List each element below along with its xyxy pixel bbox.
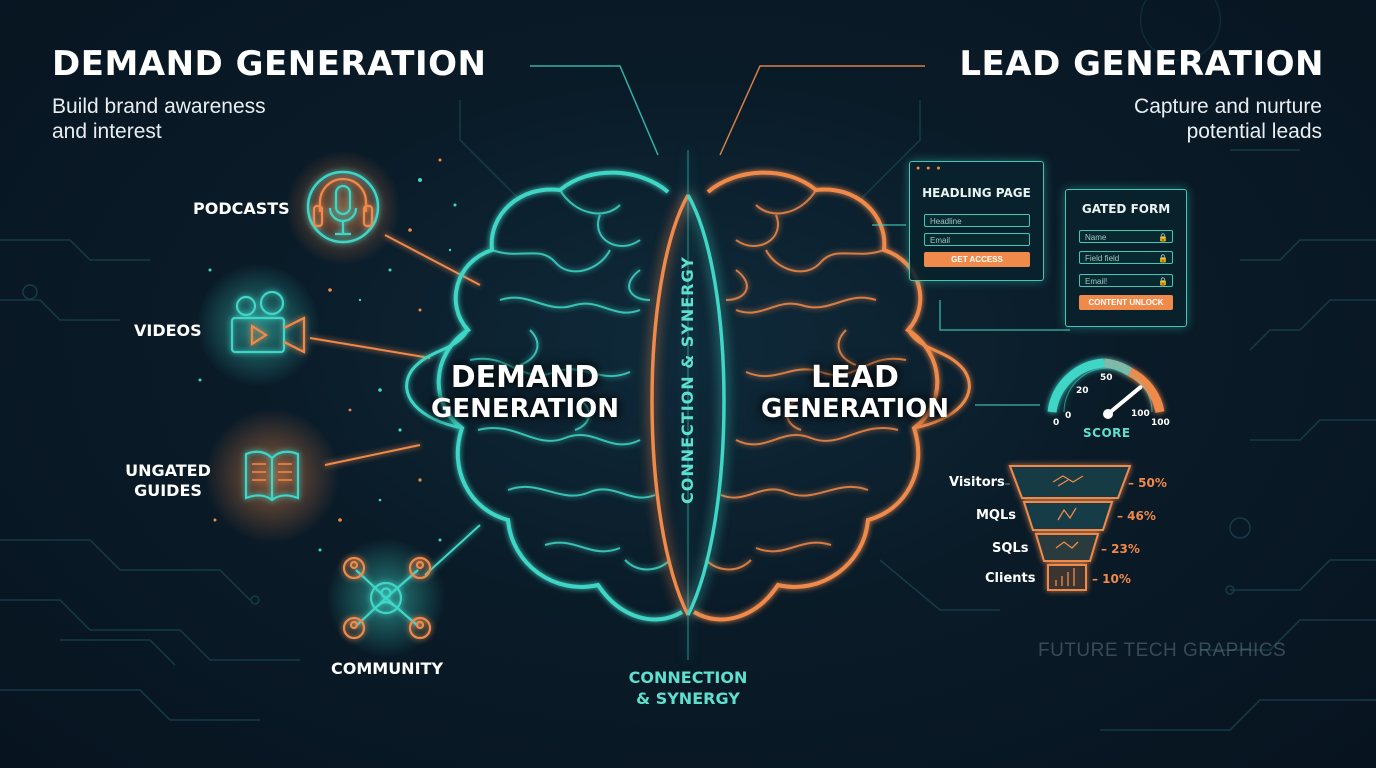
gated-email-placeholder: Email!	[1085, 277, 1108, 286]
gauge-tick-20: 20	[1076, 386, 1089, 396]
headline-field[interactable]: Headline	[924, 214, 1030, 227]
lock-icon: 🔒	[1158, 277, 1168, 286]
demand-generation-title: DEMAND GENERATION	[52, 44, 487, 84]
particles	[198, 158, 457, 552]
brain-right-hemisphere	[692, 170, 971, 622]
funnel-label-clients: Clients	[985, 571, 1036, 586]
get-access-button[interactable]: GET ACCESS	[924, 252, 1030, 267]
gauge-outer-0: 0	[1053, 418, 1060, 428]
landing-card-title: HEADLING PAGE	[922, 186, 1031, 200]
field-field-placeholder: Field field	[1085, 254, 1120, 263]
funnel-stage-visitors	[1008, 465, 1132, 499]
score-gauge	[1047, 358, 1165, 413]
brain-left-hemisphere	[405, 170, 684, 622]
funnel-stage-sqls	[1034, 533, 1100, 562]
channel-label-ungated: UNGATED	[125, 461, 211, 480]
watermark-text: FUTURE TECH GRAPHICS	[1038, 640, 1287, 661]
funnel-percent-sqls: – 23%	[1101, 542, 1140, 556]
gauge-outer-100: 100	[1151, 418, 1170, 428]
field-field[interactable]: Field field 🔒	[1079, 251, 1173, 264]
name-field-placeholder: Name	[1085, 233, 1107, 242]
channel-label-community: COMMUNITY	[331, 659, 444, 678]
connection-bottom-line1: CONNECTION	[628, 668, 748, 687]
content-unlock-button[interactable]: CONTENT UNLOCK	[1079, 295, 1173, 310]
lead-generation-title: LEAD GENERATION	[959, 44, 1324, 84]
lock-icon: 🔒	[1158, 233, 1168, 242]
gated-email-field[interactable]: Email! 🔒	[1079, 274, 1173, 287]
gated-form-title: GATED FORM	[1081, 202, 1171, 216]
gauge-tick-0: 0	[1065, 411, 1072, 421]
lead-subtitle-line1: Capture and nurture	[1134, 95, 1322, 118]
funnel-percent-clients: – 10%	[1092, 572, 1131, 586]
gauge-needle	[1103, 385, 1143, 419]
center-connection	[650, 150, 726, 660]
name-field[interactable]: Name 🔒	[1079, 230, 1173, 243]
channel-connectors	[309, 234, 481, 576]
gated-form-card: GATED FORM Name 🔒 Field field 🔒 Email! 🔒 CO…	[1065, 189, 1187, 327]
window-dots-icon: ● ● ●	[916, 165, 943, 172]
open-book-icon	[244, 450, 300, 502]
demand-subtitle-line2: and interest	[52, 120, 162, 143]
brain-right-label-line2: GENERATION	[760, 394, 950, 424]
connection-vertical-label: CONNECTION & SYNERGY	[678, 256, 697, 504]
community-network-icon	[342, 556, 432, 640]
channel-label-videos: VIDEOS	[134, 321, 202, 340]
connection-bottom-line2: & SYNERGY	[636, 689, 740, 708]
funnel-percent-visitors: – 50%	[1128, 476, 1167, 490]
circuit-background	[0, 0, 1376, 731]
funnel-label-mqls: MQLs	[976, 508, 1017, 523]
title-connectors	[530, 65, 925, 156]
brain-left-label-line2: GENERATION	[430, 394, 620, 424]
demand-subtitle-line1: Build brand awareness	[52, 95, 266, 118]
channel-label-podcasts: PODCASTS	[193, 199, 290, 218]
lock-icon: 🔒	[1158, 254, 1168, 263]
brain-right-label-line1: LEAD	[811, 360, 899, 395]
channel-label-guides: GUIDES	[134, 481, 202, 500]
email-field[interactable]: Email	[924, 233, 1030, 246]
funnel-label-visitors: Visitors	[949, 475, 1005, 490]
landing-page-card: ● ● ● HEADLING PAGE Headline Email GET A…	[909, 161, 1044, 281]
podcast-mic-icon	[306, 170, 380, 244]
video-camera-icon	[230, 290, 306, 354]
funnel-stage-clients	[1047, 564, 1087, 591]
conversion-funnel	[1008, 465, 1132, 591]
funnel-label-sqls: SQLs	[992, 541, 1029, 556]
gauge-tick-50: 50	[1100, 373, 1113, 383]
brain-left-label-line1: DEMAND	[450, 360, 600, 395]
gauge-tick-100: 100	[1131, 409, 1150, 419]
funnel-percent-mqls: – 46%	[1117, 509, 1156, 523]
lead-subtitle-line2: potential leads	[1186, 120, 1322, 143]
score-label: SCORE	[1083, 426, 1131, 440]
right-connectors	[872, 224, 1070, 406]
